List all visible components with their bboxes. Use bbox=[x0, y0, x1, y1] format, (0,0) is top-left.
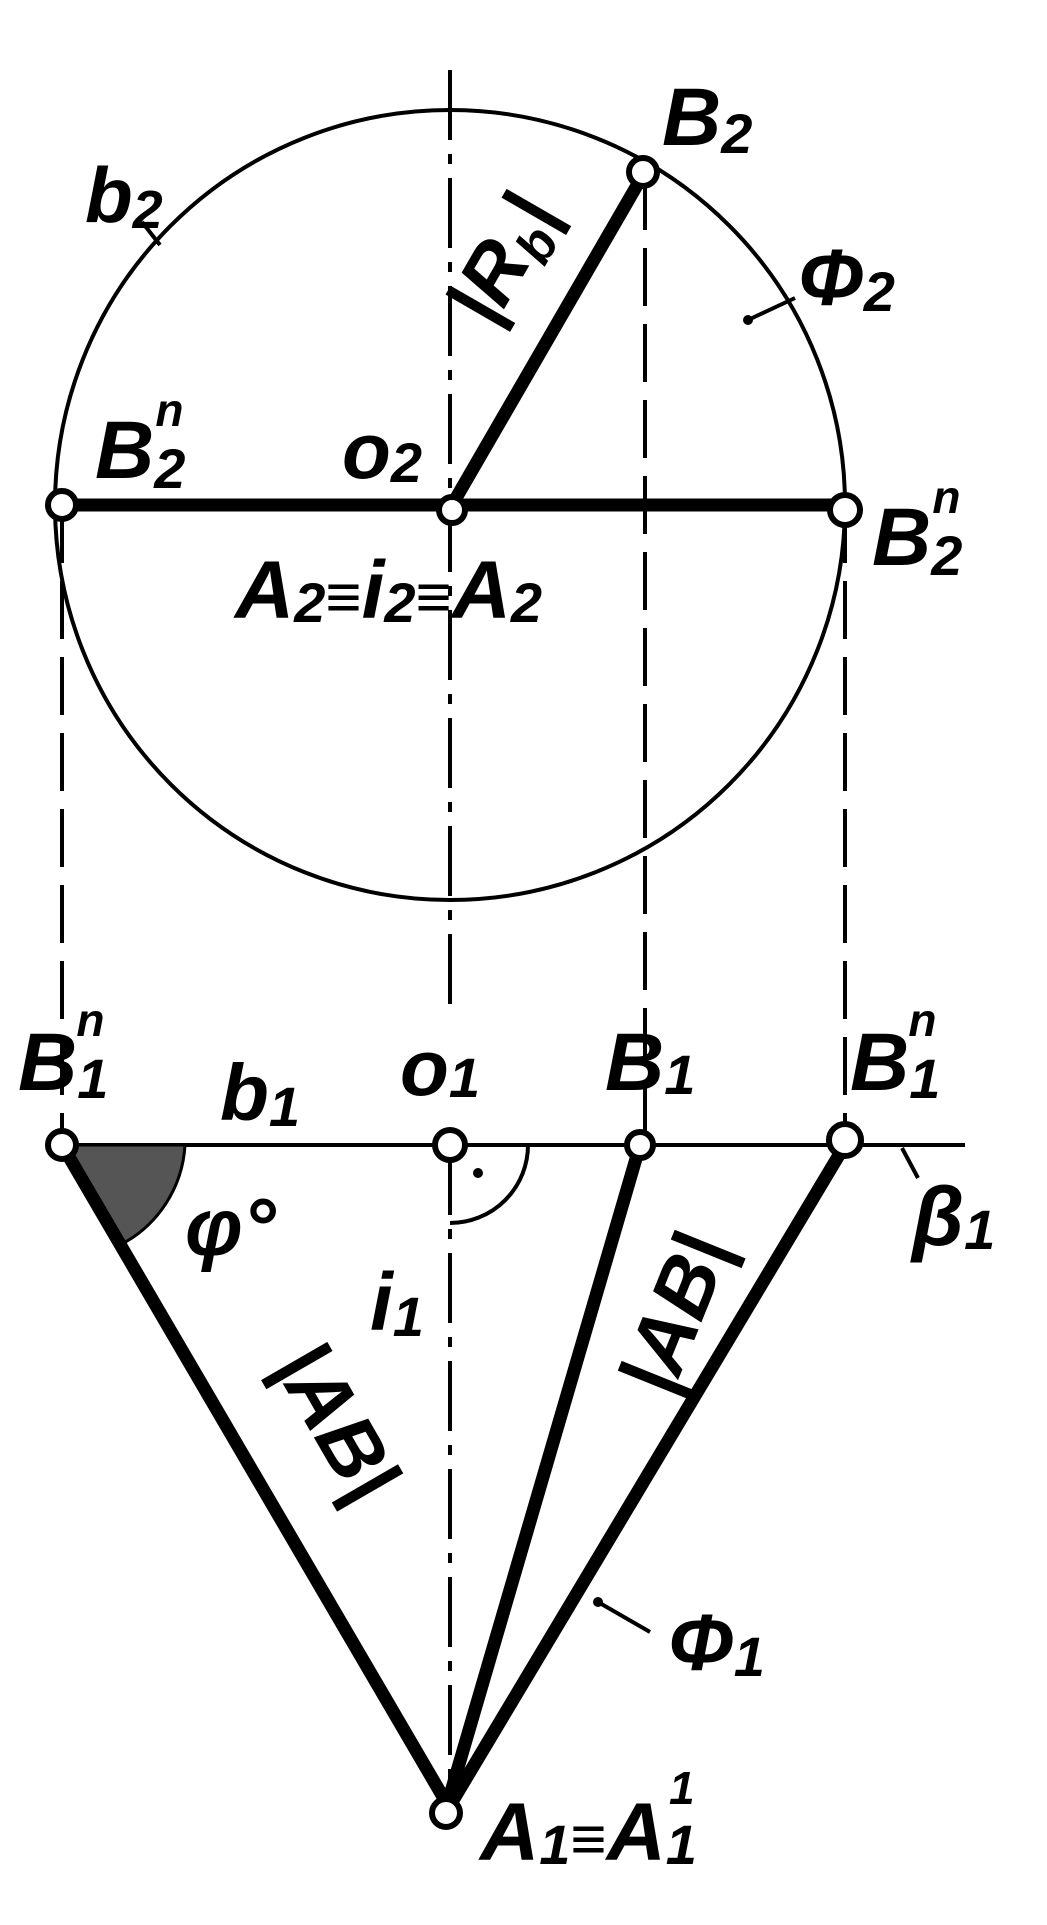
segment-ab-right bbox=[445, 1138, 852, 1809]
right-angle-dot bbox=[473, 1168, 483, 1178]
label-B1: B1 bbox=[605, 1017, 695, 1108]
right-angle-arc bbox=[449, 1144, 530, 1225]
label-B2: B2 bbox=[662, 72, 752, 165]
label-Phi2: Φ2 bbox=[798, 233, 895, 323]
label-A1-A1: A1≡A11 bbox=[478, 1762, 697, 1878]
label-i1: i1 bbox=[370, 1257, 424, 1348]
label-b2: b2 bbox=[85, 151, 163, 240]
label-B1n-right: B1n bbox=[850, 994, 940, 1110]
point-o1 bbox=[432, 1127, 468, 1163]
point-b2n-left bbox=[45, 488, 79, 522]
leader-phi1 bbox=[597, 1600, 651, 1634]
label-AB-right: |AB| bbox=[602, 1220, 748, 1406]
point-b2n-right bbox=[827, 492, 863, 528]
label-B2n-left: B2n bbox=[95, 384, 185, 500]
label-Phi1: Φ1 bbox=[668, 1598, 765, 1688]
label-b1: b1 bbox=[220, 1048, 300, 1138]
point-b1n-left bbox=[45, 1128, 79, 1162]
point-b1n-right bbox=[826, 1121, 864, 1159]
point-b1 bbox=[624, 1129, 656, 1161]
segment-ab-left bbox=[55, 1138, 453, 1809]
point-b2 bbox=[626, 155, 660, 189]
point-o2 bbox=[436, 494, 468, 526]
label-B2n-right: B2n bbox=[872, 471, 962, 587]
segment-radius-rb bbox=[445, 168, 650, 512]
point-a1 bbox=[429, 1796, 463, 1830]
leader-b2 bbox=[140, 220, 162, 247]
label-A2-i2-A2: A2≡i2≡A2 bbox=[233, 545, 542, 636]
leader-beta1 bbox=[900, 1147, 920, 1179]
label-phi-deg: φ° bbox=[185, 1182, 277, 1273]
segment-ab-middle bbox=[441, 1138, 647, 1809]
label-B1n-left: B1n bbox=[18, 994, 108, 1110]
label-o1: o1 bbox=[400, 1023, 480, 1112]
label-o2: o2 bbox=[342, 406, 422, 495]
leader-phi2 bbox=[747, 296, 796, 322]
label-beta1: β1 bbox=[910, 1169, 995, 1263]
angle-phi-shade bbox=[59, 1143, 187, 1247]
label-AB-left: |AB| bbox=[256, 1329, 417, 1517]
